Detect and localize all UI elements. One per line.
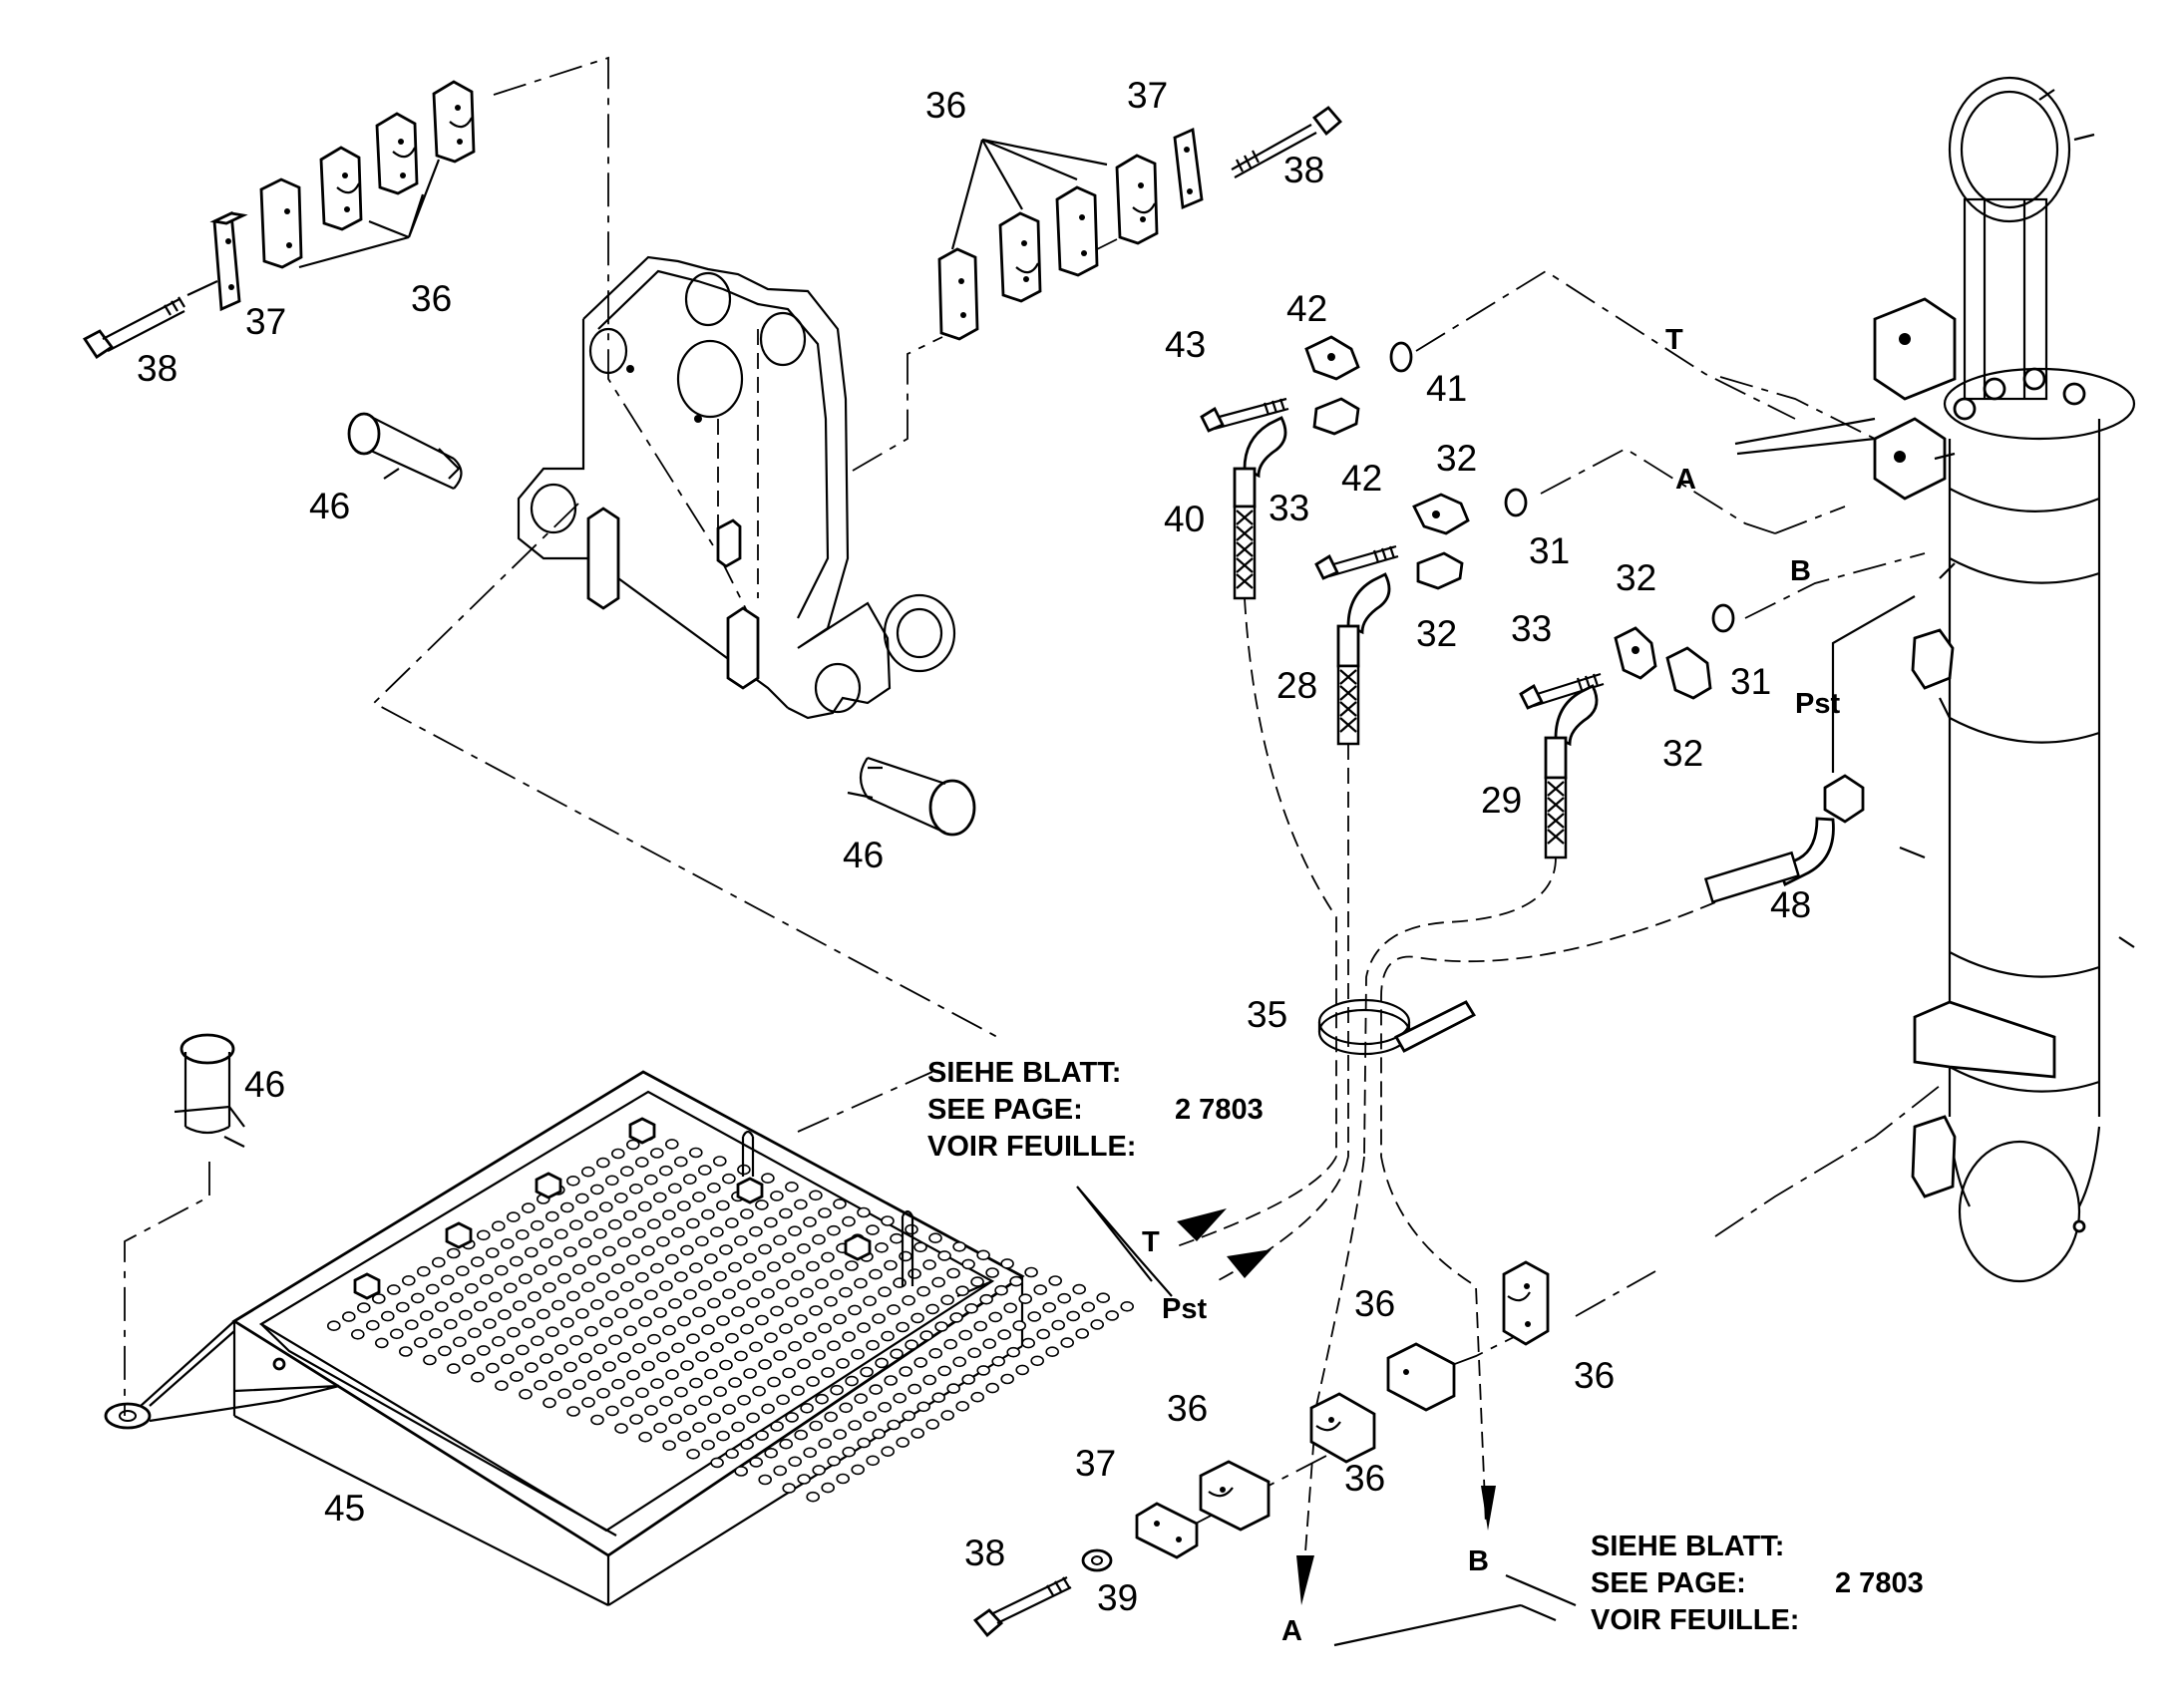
label-31: 31 [1529,530,1570,571]
connector-arrows [1076,1186,1577,1647]
label-43: 43 [1165,324,1206,365]
connector-t: T [1142,1226,1160,1258]
reference-line-fr: VOIR FEUILLE: [927,1131,1136,1163]
label-28: 28 [1276,665,1317,706]
clamp-set-top-middle [852,106,1342,472]
label-39: 39 [1097,1577,1138,1618]
reference-line-de: SIEHE BLATT: [1591,1531,1784,1562]
connector-pst: Pst [1162,1293,1207,1325]
connector-b: B [1468,1545,1489,1577]
clamp-set-top-left [82,56,998,1038]
label-32: 32 [1662,733,1703,774]
label-37: 37 [1127,75,1168,116]
page-reference-1: SIEHE BLATT: SEE PAGE: 2 7803 VOIR FEUIL… [927,1057,1264,1163]
label-32: 32 [1436,438,1477,479]
label-38: 38 [964,1533,1005,1573]
label-31: 31 [1730,661,1771,702]
reference-page-number: 2 7803 [1835,1567,1924,1599]
reference-line-fr: VOIR FEUILLE: [1591,1604,1799,1636]
label-42: 42 [1341,458,1382,499]
reference-line-en: SEE PAGE: [1591,1567,1746,1599]
label-36: 36 [1167,1388,1208,1429]
reference-line-en: SEE PAGE: [927,1094,1083,1126]
pin-46-lower [847,756,976,837]
label-29: 29 [1481,780,1522,821]
part-number-labels: 36 37 38 36 37 38 46 46 46 43 42 41 40 3… [137,75,1811,1618]
label-35: 35 [1247,994,1287,1035]
label-37: 37 [245,301,286,342]
tray-leader [797,1071,933,1133]
label-46: 46 [843,835,884,875]
reference-page-number: 2 7803 [1175,1094,1264,1126]
label-38: 38 [1283,150,1324,190]
pin-46-upper [347,412,463,491]
label-45: 45 [324,1488,365,1529]
label-42: 42 [1286,288,1327,329]
connector-a: A [1281,1615,1302,1647]
connector-letters: T A B Pst T Pst A B [1142,324,1840,1647]
reference-line-de: SIEHE BLATT: [927,1057,1121,1089]
label-36: 36 [1354,1283,1395,1324]
label-40: 40 [1164,499,1205,539]
label-32: 32 [1616,557,1656,598]
hose-clamp-35 [1317,998,1476,1056]
hose-28-flange-group [1314,488,1528,746]
connector-pst: Pst [1795,688,1840,720]
hose-48 [1703,774,1865,904]
label-33: 33 [1269,488,1309,528]
label-46: 46 [244,1064,285,1105]
grating-tray-45 [104,1070,1134,1606]
label-38: 38 [137,348,178,389]
label-36: 36 [925,85,966,126]
routing-lines [1176,269,1926,1606]
clamp-plate-37-top-left [209,210,248,312]
label-46: 46 [309,486,350,526]
grating-bolts [353,1117,872,1300]
label-32: 32 [1416,613,1457,654]
label-48: 48 [1770,884,1811,925]
label-37: 37 [1075,1443,1116,1484]
pin-46-tray [124,1033,245,1416]
label-33: 33 [1511,608,1552,649]
label-41: 41 [1426,368,1467,409]
connector-t: T [1665,324,1683,356]
label-36: 36 [1574,1355,1615,1396]
connector-b: B [1790,555,1811,587]
clamp-halves-36-top-left [259,80,476,269]
mounting-bracket [517,255,956,720]
hose-40-flange-group [1200,335,1413,600]
page-reference-2: SIEHE BLATT: SEE PAGE: 2 7803 VOIR FEUIL… [1591,1531,1924,1636]
hose-29-flange-group [1519,603,1735,859]
bolt-38-top-left [82,296,185,359]
clamp-set-bottom [972,1081,1946,1638]
label-36: 36 [411,278,452,319]
hydraulic-cylinder [1734,76,2136,1283]
connector-a: A [1675,464,1696,496]
label-36: 36 [1344,1458,1385,1499]
